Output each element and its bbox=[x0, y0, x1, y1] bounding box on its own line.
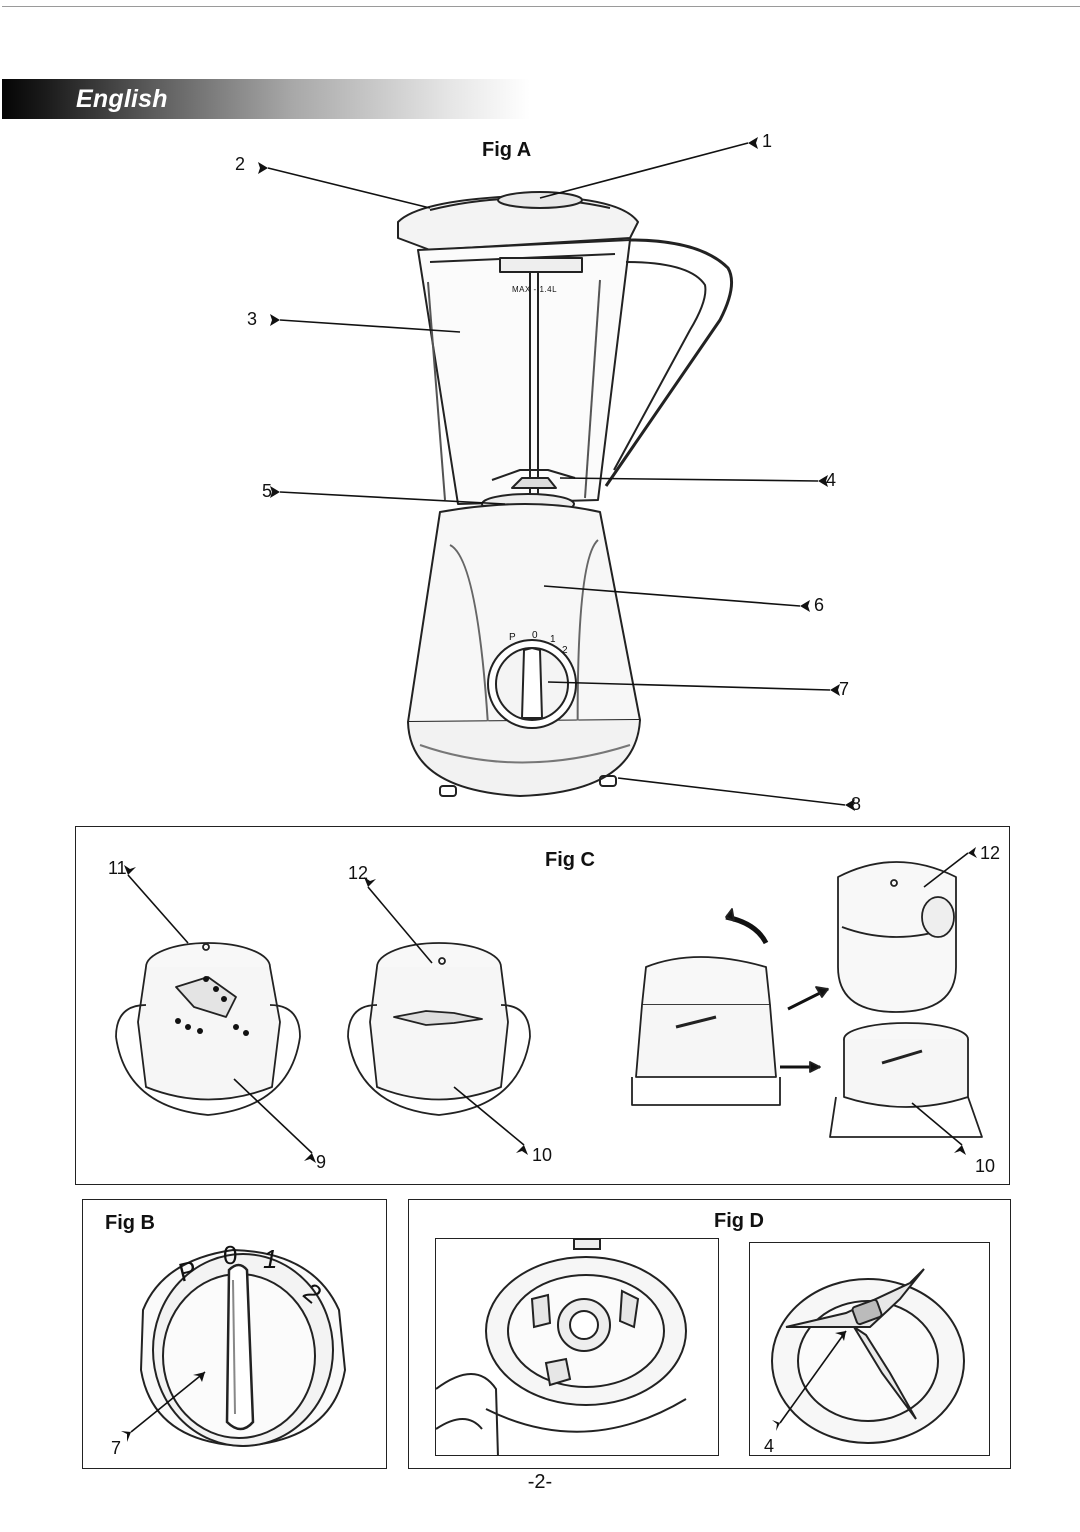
dial-mark-p: P bbox=[509, 632, 516, 643]
fig-d-callout-4: 4 bbox=[764, 1436, 775, 1456]
fig-d-blade-illustration bbox=[771, 1268, 965, 1444]
callout-7: 7 bbox=[839, 679, 850, 699]
top-rule bbox=[2, 6, 1080, 7]
fig-a-title: Fig A bbox=[482, 139, 532, 161]
fig-c-callout-10-bowl: 10 bbox=[975, 1156, 996, 1176]
dial-mark-1: 1 bbox=[550, 634, 556, 645]
callout-6: 6 bbox=[814, 595, 825, 615]
fig-a-blender-illustration bbox=[258, 137, 855, 811]
fig-b-title: Fig B bbox=[105, 1212, 155, 1234]
fig-d-blade-photo bbox=[749, 1242, 990, 1456]
callout-8: 8 bbox=[851, 794, 862, 814]
callout-2: 2 bbox=[235, 154, 246, 174]
fig-c-panel: Fig C 11 12 9 10 12 10 bbox=[75, 826, 1010, 1185]
fig-c-title: Fig C bbox=[545, 849, 595, 871]
fig-c-callout-12: 12 bbox=[348, 863, 369, 883]
capacity-mark: MAX - 1.4L bbox=[512, 285, 558, 294]
callout-1: 1 bbox=[762, 131, 773, 151]
language-label: English bbox=[76, 85, 168, 113]
fig-c-callout-10: 10 bbox=[532, 1145, 553, 1165]
fig-c-callout-9: 9 bbox=[316, 1152, 327, 1172]
fig-c-grinder-illustration bbox=[115, 847, 983, 1163]
fig-d-base-illustration bbox=[436, 1239, 687, 1455]
fig-c-callout-11: 11 bbox=[108, 858, 127, 878]
dial-mark-0: 0 bbox=[532, 630, 538, 641]
callout-5: 5 bbox=[262, 481, 273, 501]
fig-b-dial-1: 1 bbox=[263, 1244, 278, 1274]
fig-b-dial-0: 0 bbox=[223, 1240, 238, 1270]
fig-b-callout-7: 7 bbox=[111, 1438, 122, 1458]
fig-d-panel: Fig D bbox=[408, 1199, 1011, 1469]
fig-d-title: Fig D bbox=[714, 1210, 764, 1232]
fig-d-base-photo bbox=[435, 1238, 719, 1456]
language-banner: English bbox=[2, 79, 530, 119]
page-number: -2- bbox=[527, 1471, 553, 1493]
callout-3: 3 bbox=[247, 309, 258, 329]
fig-c-callout-12-cap: 12 bbox=[980, 843, 1001, 863]
callout-4: 4 bbox=[826, 470, 837, 490]
dial-mark-2: 2 bbox=[562, 645, 568, 656]
fig-b-dial-illustration bbox=[121, 1248, 347, 1448]
fig-b-panel: Fig B P 0 1 2 7 bbox=[82, 1199, 387, 1469]
